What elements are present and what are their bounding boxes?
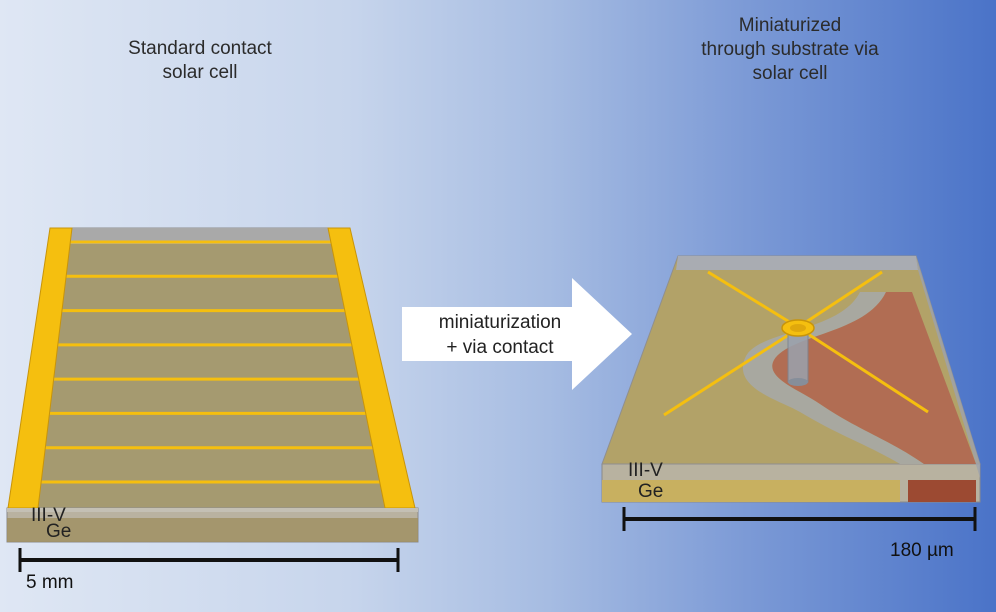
left-scale-label: 5 mm: [26, 572, 74, 593]
via-contact-pad-inner: [790, 324, 806, 332]
right-rear-contact-edge: [908, 480, 976, 502]
left-cell-bottom-edge: [7, 508, 418, 512]
miniaturization-arrow: [402, 278, 632, 390]
right-layer-iiiv-label: III-V: [628, 460, 663, 481]
via-bottom: [788, 378, 808, 386]
via-column: [787, 331, 809, 383]
left-cell-top-strip: [66, 228, 334, 244]
arrow-caption: miniaturization + via contact: [438, 312, 562, 358]
left-grid-fingers: [41, 240, 380, 484]
right-scale-label: 180 µm: [890, 540, 954, 561]
right-layer-ge-label: Ge: [638, 481, 664, 502]
right-cell-side-wall: [916, 256, 980, 478]
right-cell-back-wall: [676, 256, 918, 270]
left-layer-iiiv-label: III-V: [31, 505, 66, 526]
standard-solar-cell: [6, 227, 419, 543]
right-ge-layer: [602, 480, 900, 502]
left-layer-ge-label: Ge: [46, 521, 72, 542]
right-scale-bar: [622, 507, 977, 531]
right-cell-title: Miniaturized through substrate via solar…: [701, 15, 879, 84]
left-cell-title: Standard contact solar cell: [128, 38, 272, 83]
right-grid-fingers: [663, 270, 929, 417]
left-scale-bar: [18, 548, 400, 572]
via-solar-cell: [601, 255, 981, 503]
left-ge-layer: [7, 518, 418, 542]
